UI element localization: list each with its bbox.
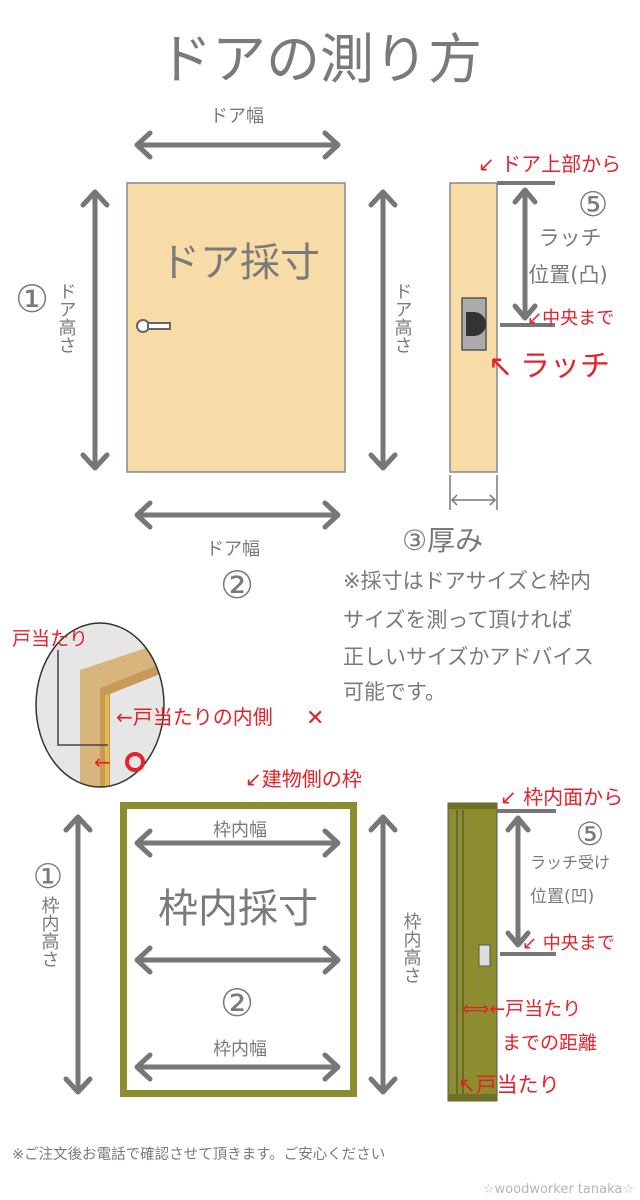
door-width-label-bottom: ドア幅 <box>206 539 260 560</box>
wrong-mark-icon: ✕ <box>306 706 324 731</box>
door-stop-distance-line2: までの距離 <box>502 1032 597 1054</box>
door-width-arrow-bottom <box>134 500 341 530</box>
latch-position-line2: 位置(凸) <box>528 263 607 287</box>
building-frame-label: ↙建物側の枠 <box>245 767 362 791</box>
strike-plate-icon <box>478 944 491 967</box>
door-height-label-right: ドア高さ <box>392 282 413 354</box>
frame-door-stop-label: ↖戸当たり <box>458 1073 560 1097</box>
latch-label: ラッチ <box>520 349 610 384</box>
inside-door-stop-label: ←戸当たりの内側 <box>116 705 273 729</box>
frame-width-arrow-middle <box>134 945 341 975</box>
frame-from-inner-label: ↙ 枠内面から <box>500 785 623 809</box>
door-stop-label: 戸当たり <box>12 628 88 650</box>
strike-position-line1: ラッチ受け <box>530 853 610 872</box>
frame-width-label-bottom: 枠内幅 <box>213 1039 267 1060</box>
frame-to-center-label: ↙ 中央まで <box>522 933 615 954</box>
thickness-arrow <box>450 494 497 506</box>
svg-text:正しいサイズかアドバイス: 正しいサイズかアドバイス <box>343 645 594 669</box>
page-title: ドアの測り方 <box>158 28 482 91</box>
door-handle-icon <box>136 319 171 333</box>
strike-position-line2: 位置(凹) <box>530 887 594 907</box>
door-height-arrow-right <box>368 189 398 471</box>
frame-marker-1: ① <box>33 857 63 897</box>
footer-note: ※ご注文後お電話で確認させて頂きます。ご安心ください <box>12 1146 385 1163</box>
door-marker-2: ② <box>220 563 254 607</box>
latch-icon <box>461 297 487 351</box>
door-marker-5: ⑤ <box>578 185 608 225</box>
door-width-arrow-top <box>134 130 341 160</box>
thickness-label: ③厚み <box>402 524 483 557</box>
frame-marker-5: ⑤ <box>576 815 605 853</box>
door-height-arrow-left <box>80 189 110 471</box>
door-from-top-label: ↙ ドア上部から <box>478 152 621 176</box>
svg-text:可能です。: 可能です。 <box>343 680 446 704</box>
svg-text:サイズを測って頂ければ: サイズを測って頂ければ <box>343 608 572 632</box>
frame-height-arrow-left <box>63 814 93 1095</box>
frame-marker-2: ② <box>220 981 254 1025</box>
measure-note: ※採寸はドアサイズと枠内 サイズを測って頂ければ 正しいサイズかアドバイス 可能… <box>343 569 594 704</box>
latch-position-line1: ラッチ <box>539 226 602 250</box>
frame-height-label-left: 枠内高さ <box>39 896 60 968</box>
door-width-label-top: ドア幅 <box>210 106 264 127</box>
door-to-center-label: ↙中央まで <box>527 308 614 329</box>
svg-text:※採寸はドアサイズと枠内: ※採寸はドアサイズと枠内 <box>343 569 591 593</box>
door-stop-distance-line1: ⟺←戸当たり <box>462 998 581 1020</box>
door-marker-1: ① <box>15 277 49 321</box>
door-height-label-left: ドア高さ <box>56 282 77 354</box>
strike-position-arrow <box>505 815 531 948</box>
frame-width-arrow-bottom <box>134 1052 341 1082</box>
latch-arrow: ↖ <box>488 349 513 384</box>
correct-arrow: ← <box>94 750 111 774</box>
frame-width-label-top: 枠内幅 <box>213 820 267 841</box>
frame-height-label-right: 枠内高さ <box>401 912 422 984</box>
footer-credit: ☆woodworker tanaka☆ <box>483 1182 634 1197</box>
frame-width-arrow-top <box>134 828 341 858</box>
frame-center-label: 枠内採寸 <box>158 886 318 932</box>
door-center-label: ドア採寸 <box>160 240 320 286</box>
correct-mark-icon <box>125 752 145 772</box>
latch-position-arrow <box>512 187 538 321</box>
frame-height-arrow-right <box>368 814 398 1095</box>
